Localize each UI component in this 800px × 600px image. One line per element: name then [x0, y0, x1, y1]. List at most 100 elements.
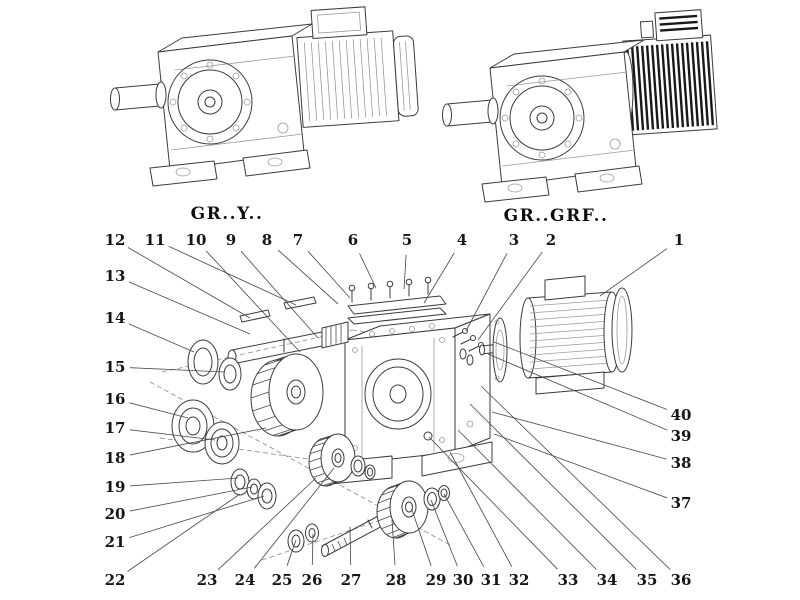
motor-gr-y	[296, 6, 419, 128]
exploded-view	[149, 275, 633, 561]
housing-foot-right	[421, 441, 493, 477]
callout-number-38: 38	[671, 454, 692, 472]
gearbox-gr-y	[110, 23, 313, 187]
leader-line-33	[428, 436, 558, 570]
callout-number-18: 18	[105, 449, 126, 467]
large-gear	[250, 353, 324, 437]
callout-number-9: 9	[226, 231, 236, 249]
callout-number-13: 13	[105, 267, 126, 285]
leader-line-37	[493, 433, 668, 499]
leader-line-30	[430, 499, 458, 567]
callout-number-39: 39	[671, 427, 692, 445]
shaft-key-1	[239, 309, 271, 323]
leader-line-18	[129, 427, 267, 456]
leader-line-24	[253, 467, 335, 569]
washer-stack	[230, 468, 277, 510]
leader-line-40	[493, 341, 668, 410]
callout-number-36: 36	[671, 571, 692, 589]
pinion-teeth	[321, 321, 349, 349]
motor-flange	[492, 317, 508, 383]
callout-number-35: 35	[637, 571, 658, 589]
assembled-view-gr-grf	[442, 9, 718, 203]
leader-line-10	[205, 250, 301, 353]
leader-line-39	[487, 353, 668, 431]
leader-line-35	[469, 403, 637, 570]
intermediate-gear	[308, 433, 376, 487]
callout-number-37: 37	[671, 494, 692, 512]
callout-number-11: 11	[145, 231, 166, 249]
callout-number-40: 40	[671, 406, 692, 424]
callout-number-2: 2	[546, 231, 556, 249]
callout-number-25: 25	[272, 571, 293, 589]
leader-line-8	[277, 249, 339, 305]
callout-number-28: 28	[386, 571, 407, 589]
callout-number-23: 23	[197, 571, 218, 589]
callout-number-26: 26	[302, 571, 323, 589]
leader-line-6	[359, 253, 377, 289]
callout-number-10: 10	[186, 231, 207, 249]
output-shaft-gr-grf	[442, 97, 499, 127]
callout-number-5: 5	[402, 231, 412, 249]
leader-line-22	[127, 493, 241, 572]
callout-number-21: 21	[105, 533, 126, 551]
top-cover-assembly	[347, 276, 447, 325]
motor-feet	[535, 371, 605, 395]
leader-line-16	[129, 402, 189, 419]
exploded-output-shaft	[321, 513, 389, 557]
seal-rings	[187, 339, 242, 391]
leader-line-36	[480, 385, 671, 570]
leader-line-23	[217, 477, 317, 571]
cover-gasket	[347, 307, 447, 325]
leader-line-3	[465, 253, 508, 332]
callout-number-16: 16	[105, 390, 126, 408]
cover-plate	[347, 295, 447, 315]
leader-line-12	[127, 247, 251, 319]
variant-title-gr-y: GR..Y..	[191, 204, 264, 224]
callout-number-20: 20	[105, 505, 126, 523]
leader-line-31	[443, 493, 485, 568]
leader-line-11	[168, 245, 297, 306]
callout-number-19: 19	[105, 478, 126, 496]
motor-gr-grf	[622, 9, 718, 136]
callout-number-6: 6	[348, 231, 358, 249]
callout-number-32: 32	[509, 571, 530, 589]
callout-number-30: 30	[453, 571, 474, 589]
leader-line-4	[423, 252, 455, 304]
callout-number-27: 27	[341, 571, 362, 589]
motor-fan-cowl	[611, 287, 633, 373]
leader-line-26	[311, 533, 314, 566]
callout-number-22: 22	[105, 571, 126, 589]
leader-line-27	[349, 526, 352, 566]
leader-line-5	[403, 254, 407, 290]
output-shaft-gr-y	[110, 81, 167, 111]
callout-number-17: 17	[105, 419, 126, 437]
callout-number-34: 34	[597, 571, 618, 589]
callout-number-4: 4	[457, 231, 467, 249]
fan-cover	[393, 35, 419, 117]
leader-line-17	[129, 429, 216, 441]
variant-title-gr-grf: GR..GRF..	[504, 206, 609, 226]
leader-line-20	[129, 486, 253, 512]
leader-line-29	[411, 509, 432, 566]
callout-number-24: 24	[235, 571, 256, 589]
callout-number-29: 29	[426, 571, 447, 589]
leader-line-13	[128, 281, 251, 335]
oil-plug	[423, 431, 433, 441]
output-gear	[376, 480, 450, 539]
callout-number-8: 8	[262, 231, 272, 249]
leader-line-15	[129, 367, 226, 373]
callout-number-7: 7	[293, 231, 303, 249]
leader-line-2	[477, 251, 543, 341]
callout-number-31: 31	[481, 571, 502, 589]
gearbox-gr-grf	[442, 39, 645, 203]
exploded-motor-assembly	[452, 275, 633, 395]
leader-line-14	[128, 323, 195, 353]
shaft-key-2	[283, 296, 317, 310]
assembled-view-gr-y	[110, 6, 419, 187]
leader-line-28	[391, 519, 396, 566]
leader-line-25	[286, 539, 297, 566]
leader-line-1	[599, 248, 668, 297]
callout-number-15: 15	[105, 358, 126, 376]
